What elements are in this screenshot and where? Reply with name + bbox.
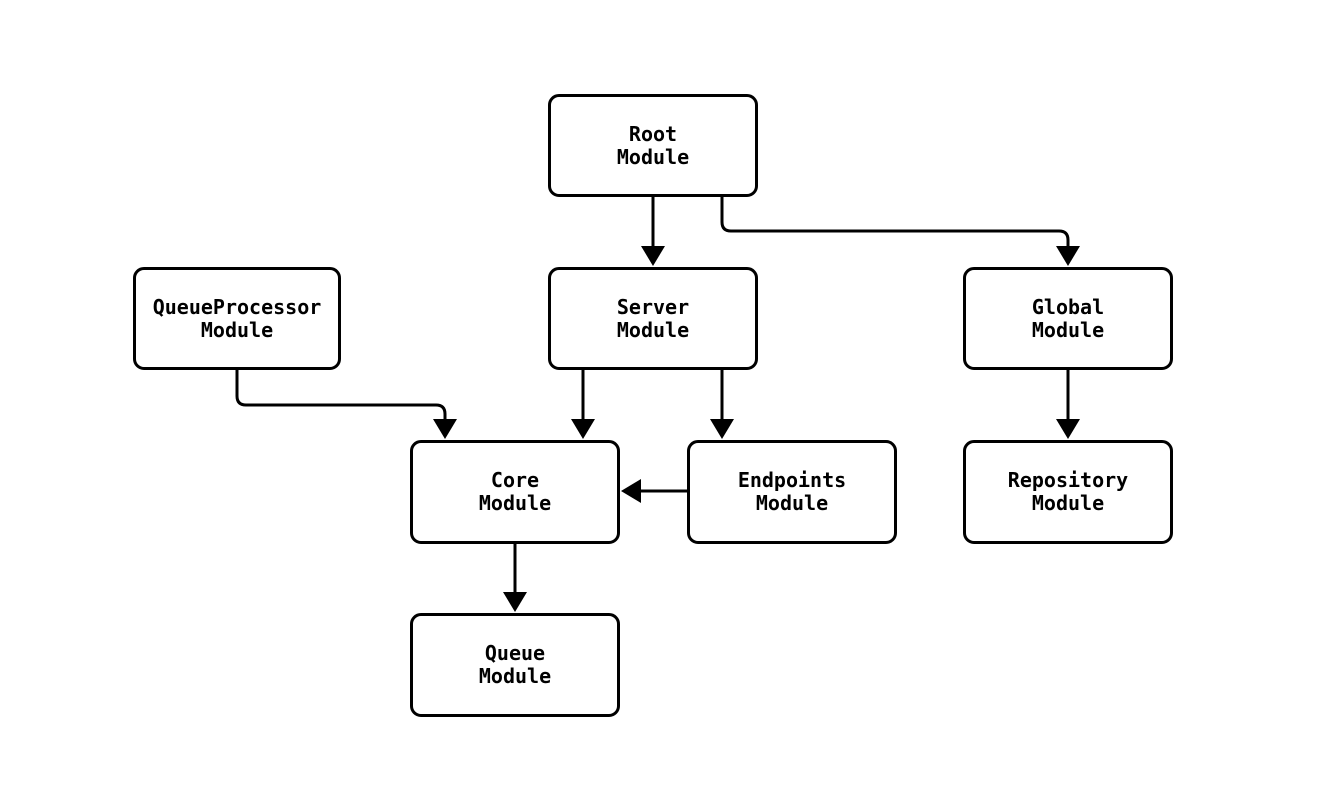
edge-core-to-queue — [503, 544, 527, 612]
edge-root-to-global — [720, 197, 1080, 266]
edge-server-to-endpoints — [710, 370, 734, 439]
node-repository-module-label-line1: Repository — [1007, 468, 1129, 492]
node-queue-module-label-line1: Queue — [484, 641, 546, 665]
node-queueprocessor-module-label-line2: Module — [200, 317, 274, 342]
node-global-module[interactable]: Global Module — [963, 267, 1173, 370]
node-endpoints-module[interactable]: Endpoints Module — [687, 440, 897, 544]
node-core-module-label-line1: Core — [490, 468, 540, 492]
node-queueprocessor-module[interactable]: QueueProcessor Module — [133, 267, 341, 370]
edge-server-to-core — [571, 370, 595, 439]
edge-endpoints-to-core — [621, 479, 687, 503]
node-core-module[interactable]: Core Module — [410, 440, 620, 544]
node-queueprocessor-module-label-line1: QueueProcessor — [152, 294, 322, 319]
node-root-module-label-line1: Root — [628, 121, 678, 146]
node-queue-module[interactable]: Queue Module — [410, 613, 620, 717]
edge-global-to-repository — [1056, 370, 1080, 439]
node-repository-module[interactable]: Repository Module — [963, 440, 1173, 544]
node-root-module[interactable]: Root Module — [548, 94, 758, 197]
node-root-module-label-line2: Module — [616, 144, 690, 169]
node-server-module-label-line2: Module — [616, 317, 690, 342]
edge-queueprocessor-to-core — [235, 370, 457, 439]
edge-root-to-server — [641, 197, 665, 266]
node-endpoints-module-label-line1: Endpoints — [737, 468, 847, 492]
node-endpoints-module-label-line2: Module — [755, 491, 829, 515]
node-global-module-label-line1: Global — [1031, 294, 1105, 319]
node-server-module-label-line1: Server — [616, 294, 690, 319]
node-queue-module-label-line2: Module — [478, 664, 552, 688]
node-server-module[interactable]: Server Module — [548, 267, 758, 370]
node-core-module-label-line2: Module — [478, 491, 552, 515]
node-global-module-label-line2: Module — [1031, 317, 1105, 342]
node-repository-module-label-line2: Module — [1031, 491, 1105, 515]
